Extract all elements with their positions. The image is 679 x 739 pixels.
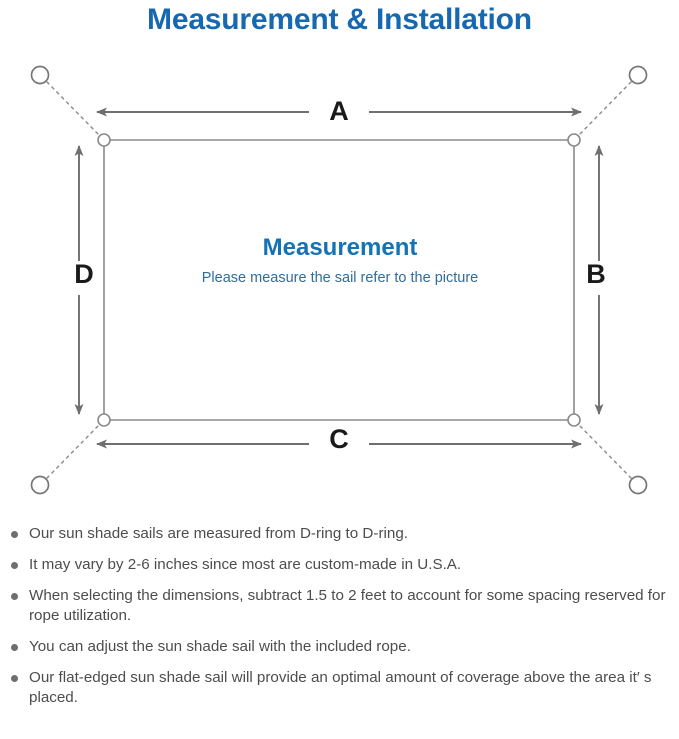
anchor-point-bottom-right-icon — [628, 475, 648, 495]
dimension-label-b: B — [586, 259, 606, 289]
list-item-text: Our sun shade sails are measured from D-… — [29, 525, 408, 542]
d-ring-top-right-icon — [567, 133, 581, 147]
shade-sail-measurement-diagram: A B C D Measurement Please measure the s… — [0, 48, 679, 518]
d-ring-top-left-icon — [97, 133, 111, 147]
list-item: Our sun shade sails are measured from D-… — [0, 524, 679, 544]
anchor-point-bottom-left-icon — [30, 475, 50, 495]
dimension-label-c: C — [329, 424, 349, 454]
anchor-point-top-right-icon — [628, 65, 648, 85]
list-item: You can adjust the sun shade sail with t… — [0, 637, 679, 657]
notes-list: Our sun shade sails are measured from D-… — [0, 524, 679, 719]
list-item-text: When selecting the dimensions, subtract … — [29, 587, 666, 624]
bullet-icon — [11, 531, 18, 538]
anchor-point-top-left-icon — [30, 65, 50, 85]
bullet-icon — [11, 562, 18, 569]
dimension-label-a: A — [329, 96, 349, 126]
diagram-center-caption: Measurement Please measure the sail refe… — [110, 233, 570, 289]
rope-lines — [46, 81, 632, 479]
list-item: When selecting the dimensions, subtract … — [0, 586, 679, 626]
diagram-center-heading: Measurement — [262, 234, 418, 261]
diagram-svg — [30, 65, 648, 495]
d-ring-bottom-right-icon — [567, 413, 581, 427]
list-item-text: It may vary by 2-6 inches since most are… — [29, 556, 462, 573]
sail-rectangle — [103, 139, 575, 421]
dimension-label-d: D — [74, 259, 94, 289]
list-item: It may vary by 2-6 inches since most are… — [0, 555, 679, 575]
bullet-icon — [11, 593, 18, 600]
diagram-center-subtext: Please measure the sail refer to the pic… — [201, 270, 479, 286]
list-item-text: You can adjust the sun shade sail with t… — [29, 638, 411, 655]
bullet-icon — [11, 675, 18, 682]
list-item: Our flat-edged sun shade sail will provi… — [0, 668, 679, 708]
d-ring-bottom-left-icon — [97, 413, 111, 427]
page-title: Measurement & Installation — [147, 3, 532, 36]
list-item-text: Our flat-edged sun shade sail will provi… — [29, 669, 652, 706]
bullet-icon — [11, 644, 18, 651]
